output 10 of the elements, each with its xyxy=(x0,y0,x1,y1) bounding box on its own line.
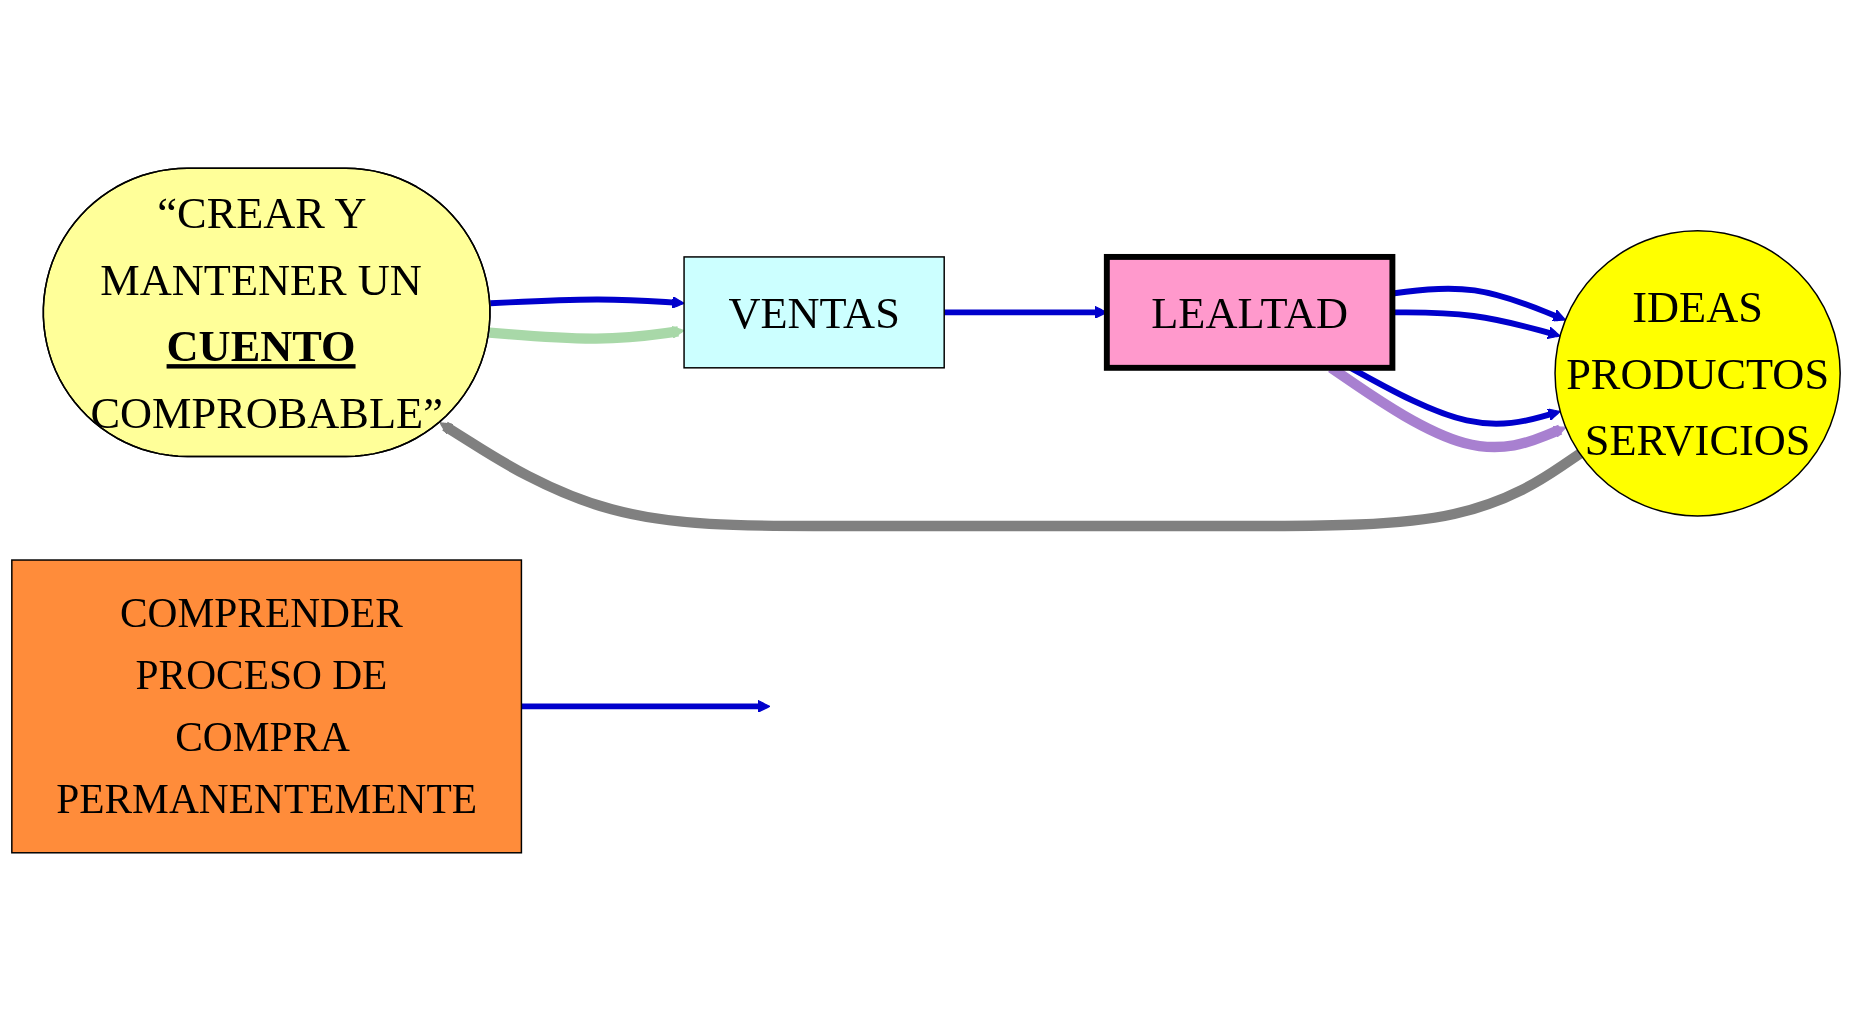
node-box: LEALTAD xyxy=(1103,253,1396,371)
arrow xyxy=(1392,309,1561,340)
arrow xyxy=(1392,285,1567,322)
arrow xyxy=(488,325,685,344)
node-circle: IDEAS PRODUCTOS SERVICIOS xyxy=(1554,230,1841,517)
arrow xyxy=(521,699,771,713)
arrow xyxy=(439,421,1583,532)
arrow xyxy=(490,295,685,309)
node-box: VENTAS xyxy=(683,256,945,369)
node-box: COMPRENDER PROCESO DE COMPRA PERMANENTEMENTE xyxy=(11,559,523,854)
